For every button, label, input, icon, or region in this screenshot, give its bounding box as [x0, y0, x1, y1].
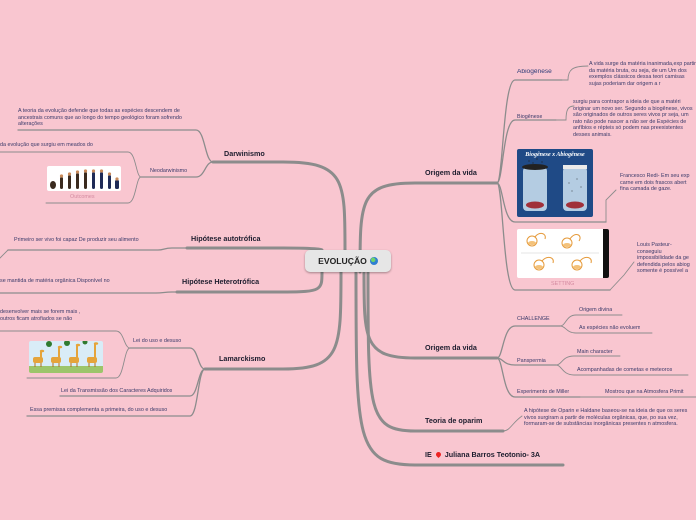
- image-title: Biogênese x Abiogênese: [524, 152, 585, 158]
- uso-desuso-text: desenvolver mais se forem mais , outros …: [0, 309, 81, 322]
- main-character[interactable]: Main character: [577, 349, 613, 355]
- topic-origem-da-vida-2[interactable]: Origem da vida: [425, 343, 477, 352]
- autotrofica-text: Primeiro ser vivo foi capaz De produzir …: [14, 237, 139, 243]
- topic-lamarckismo[interactable]: Lamarckismo: [219, 354, 266, 363]
- oparim-text: A hipótese de Oparin e Haldane baseou-se…: [524, 408, 688, 428]
- central-topic-label: EVOLUÇÃO: [318, 256, 367, 266]
- cometas-meteoros[interactable]: Acompanhadas de cometas e meteoros: [577, 367, 673, 373]
- miller-text: Mostrou que na Atmosfera Primit: [605, 389, 684, 395]
- pasteur-text: Louis Pasteur- conseguiu impossibilidade…: [637, 242, 690, 275]
- topic-hipotese-autotrofica[interactable]: Hipótese autotrófica: [191, 234, 261, 243]
- neodarwinismo-text: da evolução que surgiu em meados do: [0, 142, 93, 148]
- evolution-image: [47, 166, 121, 191]
- author-name: Juliana Barros Teotonio- 3A: [444, 450, 541, 459]
- topic-challenge[interactable]: CHALLENGE: [517, 316, 550, 322]
- lei-uso-desuso[interactable]: Lei do uso e desuso: [133, 338, 182, 344]
- redi-text: Francesco Redi- Em seu exp carne em dois…: [620, 173, 690, 193]
- topic-abiogenese[interactable]: Abiogênese: [517, 69, 552, 75]
- biogenese-abiogenese-image: Biogênese x Abiogênese: [517, 149, 593, 217]
- topic-panspermia[interactable]: Panspermia: [517, 358, 546, 364]
- abiogenese-text: A vida surge da matéria inanimada,exp pa…: [589, 61, 696, 87]
- topic-neodarwinismo[interactable]: Neodarwinismo: [150, 168, 188, 174]
- heterotrofica-text: se mantida de matéria orgânica Disponíve…: [0, 278, 110, 284]
- author-prefix: IE: [425, 450, 432, 459]
- outcomes-caption: Outcomes: [70, 194, 95, 200]
- topic-origem-da-vida-1[interactable]: Origem da vida: [425, 168, 477, 177]
- biogenese-text: surgiu para contrapor a ideia de que a m…: [573, 99, 693, 138]
- lei-transmissao[interactable]: Lei da Transmissão dos Caracteres Adquir…: [61, 388, 173, 394]
- central-topic[interactable]: EVOLUÇÃO: [305, 250, 391, 272]
- premissa-text: Essa premissa complementa a primeira, do…: [30, 407, 168, 413]
- topic-biogenese[interactable]: Biogênese: [517, 114, 543, 120]
- pin-icon: [434, 450, 442, 459]
- topic-author[interactable]: IE Juliana Barros Teotonio- 3A: [425, 450, 540, 459]
- pasteur-experiment-image: [517, 229, 609, 278]
- topic-darwinismo[interactable]: Darwinismo: [224, 149, 265, 158]
- topic-hipotese-heterotrofica[interactable]: Hipótese Heterotrófica: [182, 277, 260, 286]
- origem-divina[interactable]: Origem divina: [579, 307, 613, 313]
- topic-teoria-de-oparim[interactable]: Teoria de oparim: [425, 416, 483, 425]
- topic-miller[interactable]: Experimento de Miller: [517, 389, 570, 395]
- giraffes-image: [29, 341, 103, 373]
- darwinismo-teoria: A teoria da evolução defende que todas a…: [18, 108, 182, 128]
- setting-caption: SETTING: [551, 281, 575, 287]
- especies-nao-evoluem[interactable]: As espécies não evoluem: [579, 325, 641, 331]
- globe-icon: [369, 257, 378, 265]
